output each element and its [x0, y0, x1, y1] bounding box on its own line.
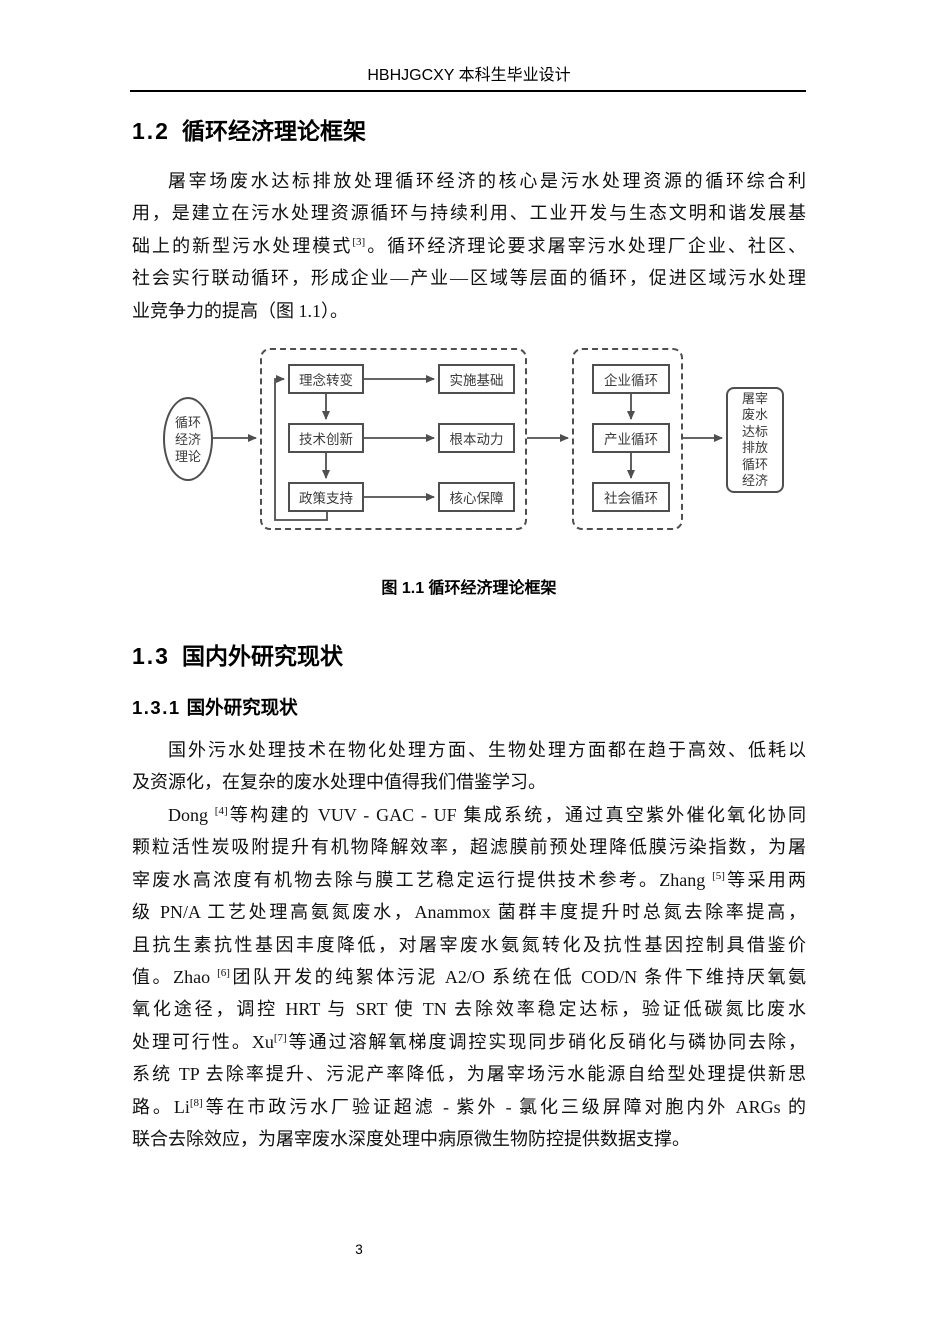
text-line: 理论 [174, 448, 201, 464]
subsection-title: 国外研究现状 [186, 697, 298, 718]
subsection-number: 1.3.1 [132, 697, 181, 718]
text-line: 用，是建立在污水处理资源循环与持续利用、工业开发与生态文明和谐发展基 [132, 203, 806, 224]
text-line: 氧化途径，调控 HRT 与 SRT 使 TN 去除效率稳定达标，验证低碳氮比废水 [132, 999, 806, 1020]
text-line: 经济 [741, 473, 768, 488]
paragraph-foreign-studies: Dong [4]等构建的 VUV - GAC - UF 集成系统，通过真空紫外催… [132, 799, 806, 1155]
text-line: 级 PN/A 工艺处理高氨氮废水，Anammox 菌群丰度提升时总氮去除率提高， [132, 902, 806, 923]
text-line: 处理可行性。Xu[7]等通过溶解氧梯度调控实现同步硝化反硝化与磷协同去除， [132, 1031, 806, 1052]
paragraph-circular-economy: 屠宰场废水达标排放处理循环经济的核心是污水处理资源的循环综合利用，是建立在污水处… [132, 165, 806, 327]
node-implementation-basis: 实施基础 [438, 364, 515, 394]
text-line: 且抗生素抗性基因丰度降低，对屠宰废水氨氮转化及抗性基因控制具借鉴价 [132, 934, 806, 955]
node-concept-change: 理念转变 [288, 364, 364, 394]
text-line: 础上的新型污水处理模式[3]。循环经济理论要求屠宰污水处理厂企业、社区、 [132, 235, 806, 256]
text-line: 系统 TP 去除率提升、污泥产率降低，为屠宰场污水能源自给型处理提供新思 [132, 1064, 806, 1085]
text-line: 业竞争力的提高（图 1.1）。 [132, 300, 348, 321]
node-policy-support: 政策支持 [288, 482, 364, 512]
section-heading-1-2: 1.2 循环经济理论框架 [132, 112, 366, 146]
section-title: 循环经济理论框架 [181, 118, 366, 144]
node-core-guarantee: 核心保障 [438, 482, 515, 512]
text-line: 及资源化，在复杂的废水处理中值得我们借鉴学习。 [132, 772, 546, 793]
theory-source-node: 循环经济理论 [163, 397, 213, 481]
page-header-title: HBHJGCXY 本科生毕业设计 [367, 67, 571, 84]
result-node: 屠宰废水达标排放循环经济 [726, 387, 784, 493]
text-line: 循环 [741, 456, 768, 472]
text-line: 路。Li[8]等在市政污水厂验证超滤 - 紫外 - 氯化三级屏障对胞内外 ARG… [132, 1096, 806, 1117]
paragraph-foreign-overview: 国外污水处理技术在物化处理方面、生物处理方面都在趋于高效、低耗以及资源化，在复杂… [132, 734, 806, 799]
cycle-group-frame [572, 348, 683, 530]
text-line: 达标 [741, 423, 768, 439]
node-enterprise-cycle: 企业循环 [592, 364, 670, 394]
page-number: 3 [355, 1242, 363, 1257]
text-line: 联合去除效应，为屠宰废水深度处理中病原微生物防控提供数据支撑。 [132, 1129, 690, 1150]
figure-caption: 图 1.1 循环经济理论框架 [381, 580, 557, 597]
text-line: 屠宰 [741, 390, 768, 406]
text-line: 排放 [741, 440, 768, 455]
text-line: 国外污水处理技术在物化处理方面、生物处理方面都在趋于高效、低耗以 [168, 740, 806, 760]
text-line: 废水 [741, 407, 768, 422]
text-line: 屠宰场废水达标排放处理循环经济的核心是污水处理资源的循环综合利 [168, 171, 806, 191]
node-industry-cycle: 产业循环 [592, 423, 670, 453]
header-rule [130, 90, 806, 92]
text-line: 颗粒活性炭吸附提升有机物降解效率，超滤膜前预处理降低膜污染指数，为屠 [132, 837, 806, 858]
section-heading-1-3: 1.3 国内外研究现状 [132, 637, 343, 671]
node-tech-innovation: 技术创新 [288, 423, 364, 453]
text-line: Dong [4]等构建的 VUV - GAC - UF 集成系统，通过真空紫外催… [168, 805, 807, 825]
section-title: 国内外研究现状 [181, 643, 343, 669]
text-line: 值。Zhao [6]团队开发的纯絮体污泥 A2/O 系统在低 COD/N 条件下… [132, 967, 806, 988]
figure-1-1-diagram: 循环经济理论 理念转变 技术创新 政策支持 实施基础 根本动力 核心保障 企业循… [155, 342, 795, 538]
text-line: 社会实行联动循环，形成企业—产业—区域等层面的循环，促进区域污水处理 [132, 268, 806, 289]
node-fundamental-drive: 根本动力 [438, 423, 515, 453]
text-line: 宰废水高浓度有机物去除与膜工艺稳定运行提供技术参考。Zhang [5]等采用两 [132, 869, 807, 890]
text-line: 循环 [174, 414, 201, 430]
section-number: 1.3 [132, 643, 170, 669]
section-number: 1.2 [132, 118, 170, 144]
text-line: 经济 [174, 431, 201, 447]
node-society-cycle: 社会循环 [592, 482, 670, 512]
process-group-frame [260, 348, 527, 530]
